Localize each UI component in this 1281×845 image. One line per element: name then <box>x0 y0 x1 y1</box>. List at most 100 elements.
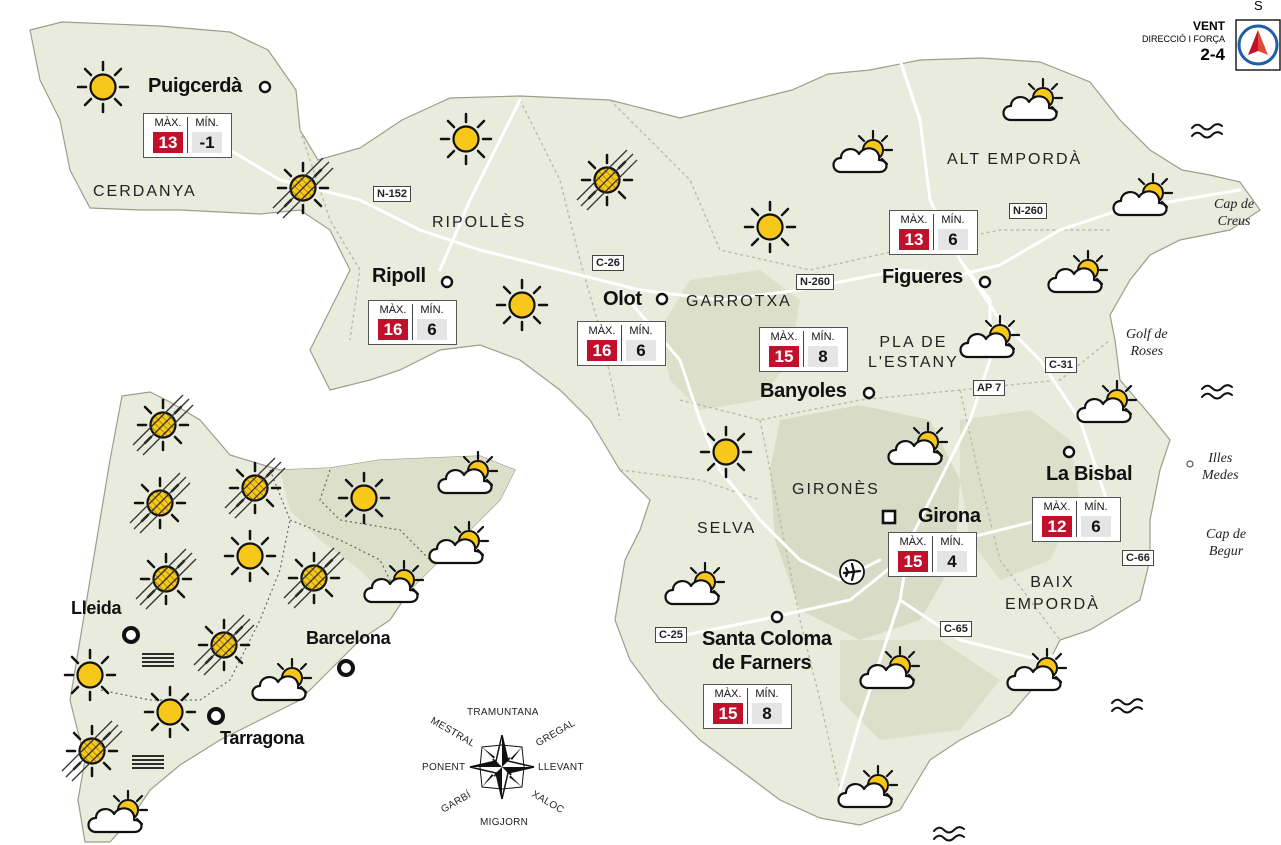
temp-max: MÀX. 16 <box>583 325 621 361</box>
region-label-cerdanya: CERDANYA <box>93 183 197 200</box>
wind-force: 2-4 <box>1200 45 1225 64</box>
temp-min: MÍN. -1 <box>187 117 226 153</box>
min-label: MÍN. <box>940 536 964 548</box>
temp-box-santa-coloma: MÀX.15 MÍN.8 <box>703 684 792 729</box>
sun-icon <box>743 200 797 254</box>
temp-max: MÀX. 13 <box>149 117 187 153</box>
city-label-ripoll: Ripoll <box>372 265 426 287</box>
max-value: 16 <box>378 319 408 340</box>
temp-box-ripoll: MÀX. 16 MÍN.6 <box>368 300 457 345</box>
city-label-banyoles: Banyoles <box>760 380 847 402</box>
min-value: 6 <box>626 340 656 361</box>
temp-min: MÍN. 6 <box>933 214 972 250</box>
sea-waves-icon <box>1201 384 1233 400</box>
sea-waves-icon <box>933 826 965 842</box>
road-label-n152: N-152 <box>373 186 411 202</box>
road-label-c66: C-66 <box>1122 550 1154 566</box>
girona-capital-marker <box>881 509 897 525</box>
city-label-santa-coloma-line1: Santa Coloma <box>702 628 832 650</box>
temp-max: MÀX.15 <box>709 688 747 724</box>
min-label: MÍN. <box>755 688 779 700</box>
max-value: 12 <box>1042 516 1072 537</box>
max-value: 15 <box>769 346 799 367</box>
sun-icon <box>439 112 493 166</box>
min-value: 6 <box>938 229 968 250</box>
sun-icon <box>76 60 130 114</box>
coast-label-golf-roses-line1: Golf de <box>1126 327 1168 342</box>
wind-title: VENT <box>1192 19 1225 33</box>
ripoll-marker <box>440 275 454 289</box>
wind-legend: VENT DIRECCIÓ I FORÇA 2-4 <box>1142 20 1225 64</box>
compass-label-tramuntana: TRAMUNTANA <box>467 707 539 718</box>
max-value: 16 <box>587 340 617 361</box>
coast-label-golf-roses: Golf de Roses <box>1126 326 1168 360</box>
min-label: MÍN. <box>941 214 965 226</box>
road-label-ap7: AP 7 <box>973 380 1006 396</box>
min-label: MÍN. <box>1084 501 1108 513</box>
illes-medes-marker <box>1186 460 1194 468</box>
sun-icon <box>337 471 391 525</box>
max-label: MÀX. <box>379 304 407 316</box>
compass-label-llevant: LLEVANT <box>538 762 584 773</box>
region-label-baix-emporda-line2: EMPORDÀ <box>1005 596 1100 613</box>
min-label: MÍN. <box>629 325 653 337</box>
temp-max: MÀX. 15 <box>765 331 803 367</box>
temp-min: MÍN. 4 <box>932 536 971 572</box>
min-value: 4 <box>937 551 967 572</box>
city-label-lleida: Lleida <box>71 598 122 618</box>
region-label-baix-emporda-line1: BAIX <box>1030 574 1075 591</box>
coast-label-illes-medes-line1: Illes <box>1208 451 1233 466</box>
coast-label-cap-creus-line2: Creus <box>1217 214 1251 229</box>
coast-label-cap-begur-line1: Cap de <box>1206 527 1247 542</box>
sun-icon <box>143 685 197 739</box>
region-label-ripolles: RIPOLLÈS <box>432 214 527 231</box>
min-label: MÍN. <box>811 331 835 343</box>
road-label-c31: C-31 <box>1045 357 1077 373</box>
puigcerda-marker <box>258 80 272 94</box>
road-label-n260: N-260 <box>796 274 834 290</box>
compass-label-migjorn: MIGJORN <box>480 817 529 828</box>
max-label: MÀX. <box>154 117 182 129</box>
coast-label-illes-medes-line2: Medes <box>1202 468 1239 483</box>
coast-label-cap-begur: Cap de Begur <box>1206 526 1246 560</box>
min-value: 6 <box>417 319 447 340</box>
max-value: 13 <box>153 132 183 153</box>
city-label-tarragona: Tarragona <box>220 728 304 748</box>
sun-icon <box>495 278 549 332</box>
temp-min: MÍN.6 <box>412 304 451 340</box>
region-label-girones: GIRONÈS <box>792 481 880 498</box>
max-label: MÀX. <box>714 688 742 700</box>
olot-marker <box>655 292 669 306</box>
max-label: MÀX. <box>1043 501 1071 513</box>
city-label-olot: Olot <box>603 288 642 310</box>
coast-label-illes-medes: Illes Medes <box>1202 450 1239 484</box>
city-label-la-bisbal: La Bisbal <box>1046 463 1133 485</box>
region-label-pla-estany-line1: PLA DE <box>879 334 948 351</box>
coast-label-golf-roses-line2: Roses <box>1130 344 1164 359</box>
santa-coloma-marker <box>770 610 784 624</box>
sea-waves-icon <box>1191 123 1223 139</box>
min-label: MÍN. <box>195 117 219 129</box>
min-value: -1 <box>192 132 222 153</box>
wind-subtitle: DIRECCIÓ I FORÇA <box>1141 34 1225 44</box>
road-label-c25: C-25 <box>655 627 687 643</box>
coast-label-cap-creus-line1: Cap de <box>1214 197 1255 212</box>
figueres-marker <box>978 275 992 289</box>
wind-direction-icon <box>1235 19 1281 71</box>
temp-box-banyoles: MÀX.15 MÍN.8 <box>759 327 848 372</box>
region-label-selva: SELVA <box>697 520 757 537</box>
max-label: MÀX. <box>588 325 616 337</box>
sun-icon <box>63 648 117 702</box>
barcelona-marker <box>337 659 355 677</box>
compass-label-ponent: PONENT <box>422 762 466 773</box>
max-label: MÀX. <box>770 331 798 343</box>
temp-min: MÍN.8 <box>747 688 786 724</box>
temp-box-la-bisbal: MÀX.12 MÍN.6 <box>1032 497 1121 542</box>
temp-box-puigcerda: MÀX. 13 MÍN. -1 <box>143 113 232 158</box>
region-label-baix-emporda: BAIX EMPORDÀ <box>1005 572 1100 616</box>
city-label-figueres: Figueres <box>882 266 963 288</box>
coast-label-cap-creus: Cap de Creus <box>1214 196 1254 230</box>
max-value: 13 <box>899 229 929 250</box>
banyoles-marker <box>862 386 876 400</box>
lleida-marker <box>122 626 140 644</box>
